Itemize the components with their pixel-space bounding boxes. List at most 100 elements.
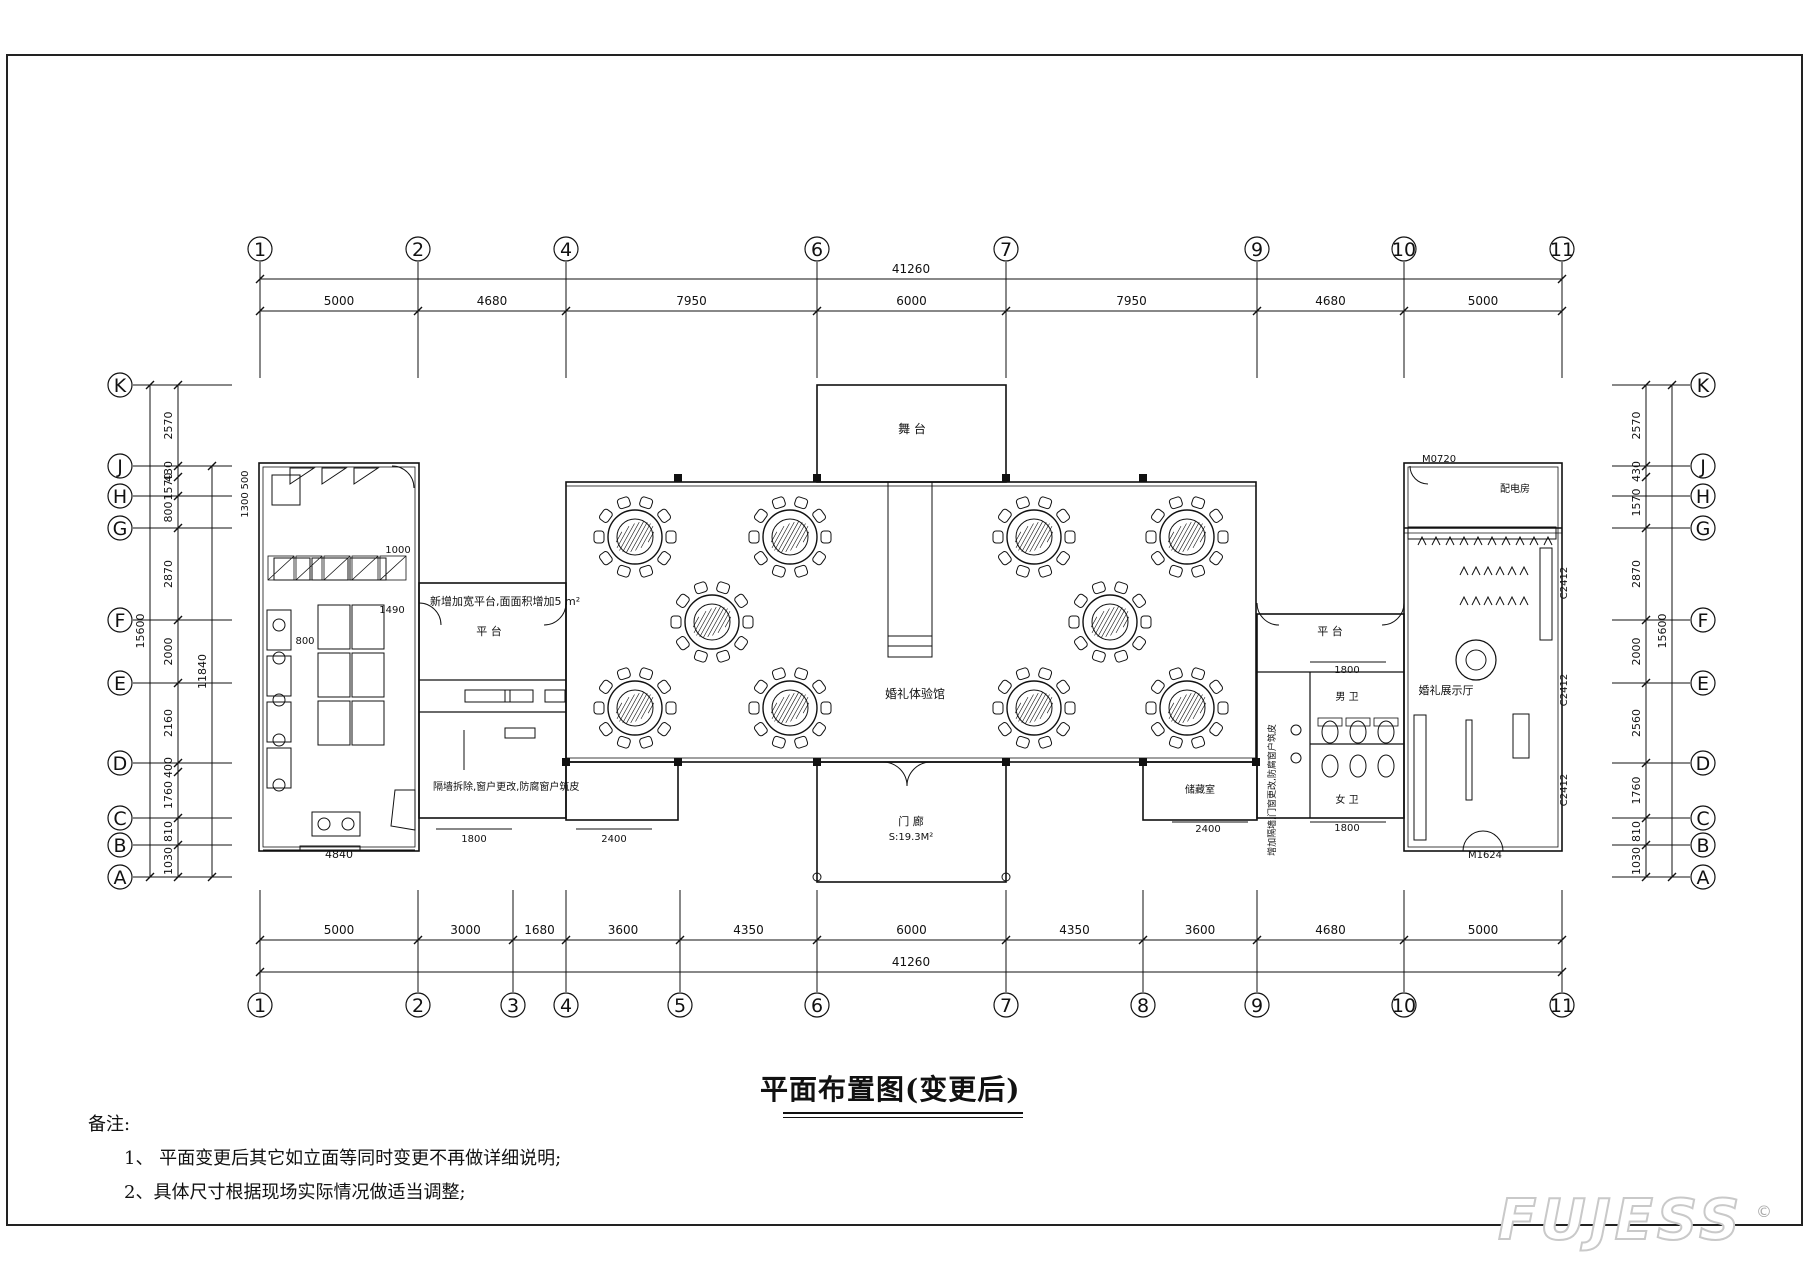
service-counter-1 — [464, 689, 511, 703]
dim-right-chain-text-7: 810 — [1630, 821, 1643, 842]
hatch — [1199, 702, 1207, 714]
walls — [258, 384, 1563, 883]
lazy-susan — [616, 518, 654, 556]
chair — [1168, 496, 1183, 510]
row-right-B-bubble — [1690, 832, 1716, 858]
hatch — [1034, 523, 1050, 551]
chair — [1145, 530, 1157, 544]
dim-top-chain-tick-2 — [561, 306, 571, 316]
prep-bay-3 — [351, 555, 379, 581]
axis-top-1-label: 1 — [254, 239, 266, 261]
showroom-wall — [1403, 462, 1563, 852]
hatch — [771, 697, 785, 719]
kitchen-hood-2 — [353, 467, 380, 485]
hatch — [724, 616, 732, 628]
lobby-double-door — [882, 761, 932, 787]
dim-left-chain-tick-9 — [173, 813, 183, 823]
dim-bottom-chain-tick-9 — [1399, 935, 1409, 945]
dim-bottom-chain-text-6: 4350 — [1059, 923, 1090, 937]
hatch — [619, 694, 635, 722]
axis-bottom-1-bubble — [247, 992, 273, 1018]
hatch — [1046, 702, 1054, 714]
dim-left-chain-text-5: 2000 — [162, 638, 175, 666]
hatch — [699, 606, 717, 638]
axis-bottom-6-bubble — [804, 992, 830, 1018]
dim-bottom-overall-tick-0 — [255, 967, 265, 977]
hatch — [1034, 694, 1050, 722]
hatch — [1182, 692, 1200, 724]
label-showroom: 婚礼展示厅 — [1419, 683, 1474, 697]
dim-top-chain-tick-6 — [1399, 306, 1409, 316]
structural-column-4 — [674, 758, 682, 766]
chair — [1168, 667, 1183, 681]
chair — [753, 508, 768, 523]
label-hall: 婚礼体验馆 — [885, 686, 945, 701]
hatch — [630, 521, 648, 553]
chair — [771, 735, 786, 749]
lobby-post-0 — [812, 872, 822, 882]
hanger-row1-1 — [1471, 565, 1481, 576]
axis-bottom-9-label: 9 — [1251, 995, 1263, 1017]
dim-right-chain-tick-6 — [1641, 758, 1651, 768]
chair — [1038, 496, 1053, 510]
dim-right-chain-tick-0 — [1641, 380, 1651, 390]
hatch — [712, 608, 728, 636]
dim-right-chain-text-5: 2560 — [1630, 709, 1643, 737]
hatch — [717, 611, 731, 633]
dim-top-overall-tick-1 — [1557, 274, 1567, 284]
dim-right-chain-tick-3 — [1641, 523, 1651, 533]
chair — [997, 679, 1012, 694]
hatch — [622, 692, 640, 724]
banquet-table-6 — [593, 667, 677, 749]
chair — [1038, 564, 1053, 578]
hatch — [777, 521, 795, 553]
hatch — [802, 531, 810, 543]
hatch — [1115, 611, 1129, 633]
dim-left-chain-tick-2 — [173, 472, 183, 482]
dim-misc-1: 1300 — [240, 492, 251, 517]
service-counter-2 — [504, 689, 534, 703]
lobby-wall — [816, 761, 1007, 883]
row-right-G-label: G — [1696, 518, 1711, 540]
dim-right-chain-text-1: 430 — [1630, 461, 1643, 482]
hatch — [802, 702, 810, 714]
row-right-B-label: B — [1696, 835, 1709, 857]
row-left-E-bubble — [107, 670, 133, 696]
hatch — [795, 697, 809, 719]
hatch — [1039, 697, 1053, 719]
row-left-A-bubble — [107, 864, 133, 890]
hatch — [1199, 531, 1207, 543]
label-window-c2412-3: C2412 — [1559, 774, 1570, 806]
row-right-K-bubble — [1690, 372, 1716, 398]
chair — [1150, 679, 1165, 694]
row-right-C-bubble — [1690, 805, 1716, 831]
structural-column-1 — [813, 474, 821, 482]
structural-column-5 — [813, 758, 821, 766]
label-storage: 储藏室 — [1185, 783, 1215, 796]
dim-left-chain-text-3: 800 — [162, 502, 175, 523]
hanger-top-9 — [1543, 535, 1553, 546]
chair — [639, 564, 654, 578]
dim-left-inner-tick-1 — [207, 872, 217, 882]
axis-top-2-bubble — [405, 236, 431, 262]
chair — [657, 679, 672, 694]
chair — [1209, 508, 1224, 523]
axis-bottom-4-bubble — [553, 992, 579, 1018]
dim-top-chain-text-3: 6000 — [896, 294, 927, 308]
hatch — [647, 702, 655, 714]
sink-bowl-2 — [341, 817, 355, 831]
prep-bay-4 — [379, 555, 407, 581]
banquet-table-8 — [992, 667, 1076, 749]
chair — [639, 496, 654, 510]
dim-left-chain-tick-3 — [173, 491, 183, 501]
table-top — [1082, 594, 1138, 650]
dim-top-chain-text-5: 4680 — [1315, 294, 1346, 308]
toilet-m-tank-1 — [1345, 717, 1371, 727]
dim-bottom-chain-tick-7 — [1138, 935, 1148, 945]
toilet-f-2 — [1377, 754, 1395, 778]
axis-top-2-label: 2 — [412, 239, 424, 261]
hanger-top-5 — [1487, 535, 1497, 546]
axis-bottom-11-bubble — [1549, 992, 1575, 1018]
stair-ramp — [390, 789, 416, 831]
lazy-susan — [1015, 518, 1053, 556]
